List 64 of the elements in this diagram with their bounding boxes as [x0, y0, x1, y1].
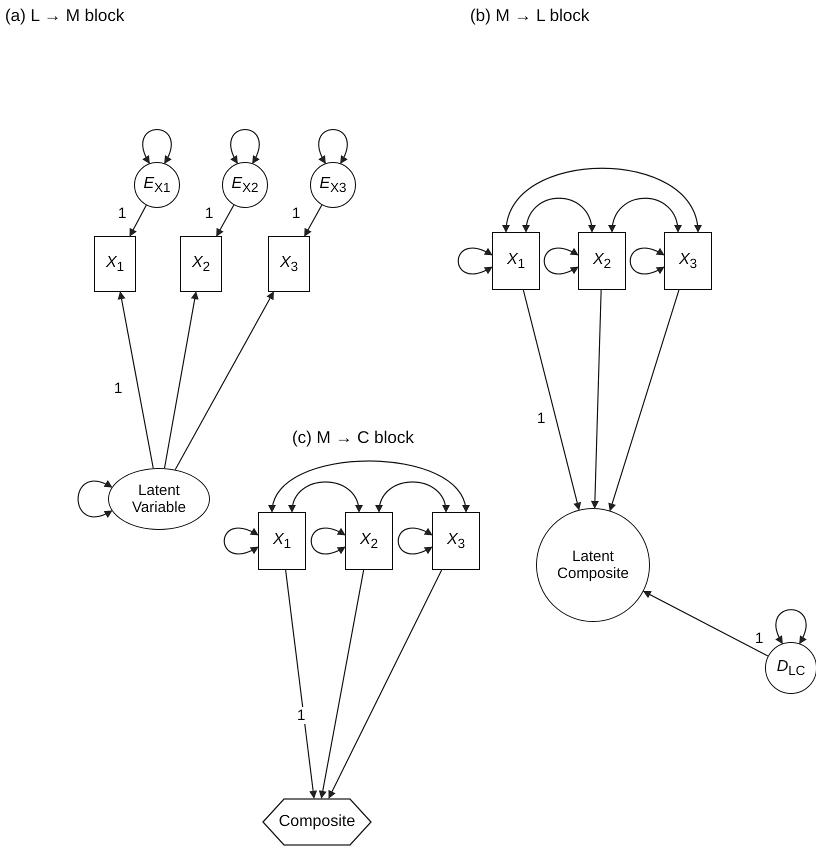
variance-loop — [458, 248, 493, 274]
arrow — [642, 590, 768, 657]
variable-label: E$_{X3}$ — [320, 174, 346, 196]
arrow — [216, 204, 234, 237]
arrow — [590, 290, 602, 509]
arrow — [522, 290, 582, 511]
variable-label: E$_{X1}$ — [144, 174, 170, 196]
double-headed-arrow — [376, 481, 449, 513]
variable-label: X$_{2}$ — [592, 250, 612, 272]
variable-label: X$_{3}$ — [446, 530, 466, 552]
arrow — [164, 291, 199, 468]
variable-label: Latent Variable — [131, 482, 187, 516]
variable-box — [345, 512, 393, 570]
double-headed-arrow — [289, 481, 362, 513]
double-headed-arrow — [608, 198, 682, 233]
variance-loop — [310, 528, 346, 554]
variance-loop — [224, 528, 259, 554]
arrow — [318, 570, 364, 799]
variable-label: E$_{X2}$ — [232, 174, 258, 196]
variance-loop — [318, 128, 348, 164]
variable-label: X$_{1}$ — [106, 254, 124, 274]
arrow — [285, 570, 318, 799]
double-headed-arrow — [503, 168, 701, 233]
double-headed-arrow — [522, 198, 596, 233]
variable-label: X$_{3}$ — [280, 254, 298, 274]
variable-circle — [222, 162, 268, 208]
arrow — [608, 290, 680, 512]
variable-box — [180, 236, 222, 292]
variable-box — [664, 232, 712, 290]
variable-label: X$_{1}$ — [272, 530, 292, 552]
variance-loop — [775, 609, 807, 644]
variable-circle — [134, 162, 180, 208]
variable-box — [432, 512, 480, 570]
variable-box — [578, 232, 626, 290]
arrow — [304, 204, 322, 237]
variable-label: Composite — [278, 812, 356, 832]
panel-heading: (a) L → M block — [5, 6, 124, 26]
panel-heading: (b) M → L block — [470, 6, 590, 26]
arrow — [328, 570, 442, 799]
variable-box — [258, 512, 306, 570]
variable-label: X$_{2}$ — [360, 530, 378, 552]
variable-label: X$_{1}$ — [506, 250, 526, 272]
variance-loop — [230, 128, 260, 164]
composite-hexagon — [262, 798, 372, 846]
variance-loop — [78, 480, 113, 518]
variance-loop — [142, 128, 172, 164]
variable-label: X$_{2}$ — [192, 254, 210, 274]
edge-label: 1 — [295, 707, 308, 724]
variance-loop — [544, 248, 579, 274]
variable-circle — [310, 162, 356, 208]
variable-box — [94, 236, 136, 292]
variable-label: Latent Composite — [556, 548, 630, 582]
arrow — [118, 291, 154, 468]
variable-label: X$_{3}$ — [678, 250, 698, 272]
double-headed-arrow — [270, 460, 468, 513]
variable-box — [268, 236, 310, 292]
panel-heading: (c) M → C block — [292, 428, 414, 448]
variance-loop — [630, 248, 665, 274]
variable-box — [492, 232, 540, 290]
variable-circle — [765, 642, 816, 694]
variable-label: D$_{LC}$ — [776, 658, 806, 678]
variance-loop — [398, 528, 433, 554]
arrow — [174, 291, 274, 470]
arrow — [129, 205, 147, 237]
